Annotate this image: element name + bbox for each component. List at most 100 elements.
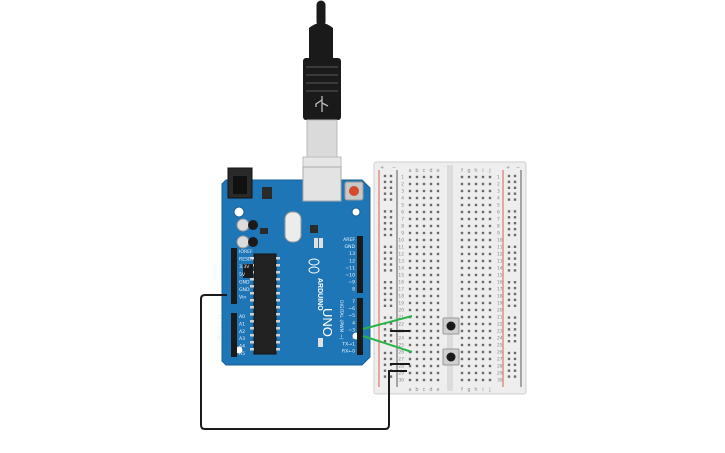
analog-header-label: ANALOG IN — [217, 314, 223, 340]
breadboard-hole — [408, 343, 412, 347]
breadboard-hole — [488, 210, 492, 214]
digital-pin-label: 13 — [349, 251, 355, 257]
row-number-left: 2 — [401, 182, 404, 188]
breadboard-hole — [474, 329, 478, 333]
row-number-right: 16 — [497, 280, 503, 286]
pushbutton-2[interactable] — [442, 348, 460, 366]
row-number-left: 1 — [401, 175, 404, 181]
rail-hole — [383, 233, 387, 237]
breadboard-hole — [429, 371, 433, 375]
wire-gnd-loop[interactable] — [200, 294, 407, 430]
breadboard-hole — [467, 259, 471, 263]
breadboard-hole — [460, 371, 464, 375]
breadboard-hole — [408, 266, 412, 270]
breadboard-hole — [415, 231, 419, 235]
row-number-left: 21 — [398, 315, 404, 321]
breadboard-hole — [429, 224, 433, 228]
row-number-left: 9 — [401, 231, 404, 237]
rail-hole — [507, 322, 511, 325]
breadboard-hole — [481, 315, 485, 319]
breadboard-hole — [488, 259, 492, 263]
breadboard-hole — [488, 343, 492, 347]
breadboard-hole — [474, 287, 478, 291]
breadboard-hole — [422, 196, 426, 200]
chip-pin — [250, 341, 254, 344]
breadboard-hole — [422, 273, 426, 277]
rail-hole — [513, 369, 517, 372]
rail-hole — [389, 334, 393, 337]
breadboard-hole — [429, 364, 433, 368]
rail-hole — [507, 316, 511, 319]
row-number-left: 22 — [398, 322, 404, 328]
column-label-top: b — [415, 168, 418, 174]
pushbutton-1[interactable] — [442, 317, 460, 335]
rail-hole — [389, 198, 393, 201]
breadboard-hole — [460, 175, 464, 179]
row-number-right: 15 — [497, 273, 503, 279]
breadboard-hole — [422, 189, 426, 193]
analog-pin-label: A5 — [239, 351, 245, 357]
rail-hole — [513, 292, 517, 296]
model-text: UNO — [320, 308, 335, 337]
arduino-logo — [308, 258, 320, 274]
brand-text: ARDUINO — [316, 278, 323, 311]
chip-pin — [276, 299, 280, 302]
row-number-left: 29 — [398, 371, 404, 377]
rail-hole — [389, 251, 393, 254]
rail-hole — [383, 186, 387, 189]
analog-pin-label: A0 — [239, 314, 245, 320]
chip-pin — [276, 313, 280, 316]
chip-pin — [250, 334, 254, 337]
rail-hole — [383, 334, 387, 337]
breadboard-hole — [408, 189, 412, 193]
rail-hole — [389, 304, 393, 307]
mounting-hole — [233, 206, 245, 218]
breadboard-hole — [460, 182, 464, 186]
digital-pin-label: GND — [344, 244, 355, 250]
breadboard-hole — [436, 196, 440, 200]
capacitor-top — [248, 220, 258, 230]
wire-signal-2[interactable] — [362, 335, 413, 353]
row-number-right: 6 — [497, 210, 500, 216]
icsp-header — [243, 264, 253, 278]
breadboard-hole — [422, 266, 426, 270]
row-number-right: 1 — [497, 175, 500, 181]
rail-hole — [383, 269, 387, 272]
rail-hole — [383, 340, 387, 343]
breadboard-hole — [422, 336, 426, 340]
rail-hole — [513, 304, 517, 307]
breadboard-hole — [422, 371, 426, 375]
rail-hole — [513, 281, 517, 284]
breadboard-hole — [481, 280, 485, 284]
analog-pin-label: A4 — [239, 344, 245, 350]
breadboard-hole — [429, 217, 433, 221]
breadboard-hole — [408, 182, 412, 186]
breadboard-hole — [408, 371, 412, 375]
breadboard-hole — [474, 280, 478, 284]
rail-hole — [513, 298, 517, 302]
breadboard-hole — [467, 357, 471, 361]
column-label-bottom: f — [461, 387, 463, 393]
breadboard-hole — [474, 175, 478, 179]
wire-signal-1[interactable] — [362, 315, 413, 330]
rail-hole — [383, 216, 387, 219]
breadboard-hole — [467, 343, 471, 347]
rail-hole — [513, 357, 517, 361]
column-label-bottom: c — [423, 387, 426, 393]
breadboard-hole — [474, 259, 478, 263]
breadboard-hole — [467, 287, 471, 291]
chip-pin — [250, 327, 254, 330]
digital-pin-label: ~10 — [345, 273, 355, 279]
breadboard-hole — [422, 175, 426, 179]
usb-plug-icon — [303, 58, 341, 120]
crystal-oscillator — [284, 211, 302, 243]
breadboard-hole — [460, 315, 464, 319]
power-pin-label: 3.3V — [239, 264, 250, 270]
row-number-right: 27 — [497, 357, 503, 363]
breadboard-hole — [422, 364, 426, 368]
breadboard-hole — [436, 217, 440, 221]
row-number-left: 12 — [398, 252, 404, 258]
breadboard-hole — [467, 336, 471, 340]
